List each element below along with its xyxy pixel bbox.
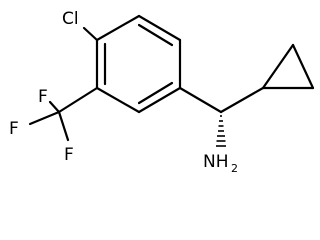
fluorine-top-atom-label: F [38,87,48,107]
cyclopropyl-ring [261,43,315,90]
ring-bond-bottom-right [137,86,182,114]
cyclopropyl-bond-right [291,43,315,90]
bond-ring-chlorine [82,26,99,42]
bond-carbon-fluorine-left [28,110,61,126]
bond-stereocenter-cyclopropyl [219,86,265,114]
benzene-ring [95,14,182,114]
fluorine-left-atom-label: F [9,119,19,139]
ring-double-bond-bottom [137,81,174,105]
bond-ring-cf3-carbon [57,86,99,114]
bond-carbon-fluorine-top [48,100,61,114]
hashed-wedge-bond [216,115,226,147]
ring-bond-top-left [95,14,141,42]
cyclopropyl-bond-top [261,43,295,90]
bond-carbon-fluorine-bottom [57,110,70,142]
ring-double-bond-top [137,23,174,47]
structure-canvas: Cl F F F NH 2 [9,9,315,175]
amine-atom-label: NH [203,152,229,172]
molecule-drawing: Cl F F F NH 2 [9,9,315,175]
fluorine-bottom-atom-label: F [64,145,74,165]
bond-ring-stereocenter [178,86,223,114]
amine-subscript-label: 2 [231,162,238,175]
ring-bond-top-right [137,14,182,42]
ring-bond-bottom-left [95,86,141,114]
chlorine-atom-label: Cl [62,9,79,29]
